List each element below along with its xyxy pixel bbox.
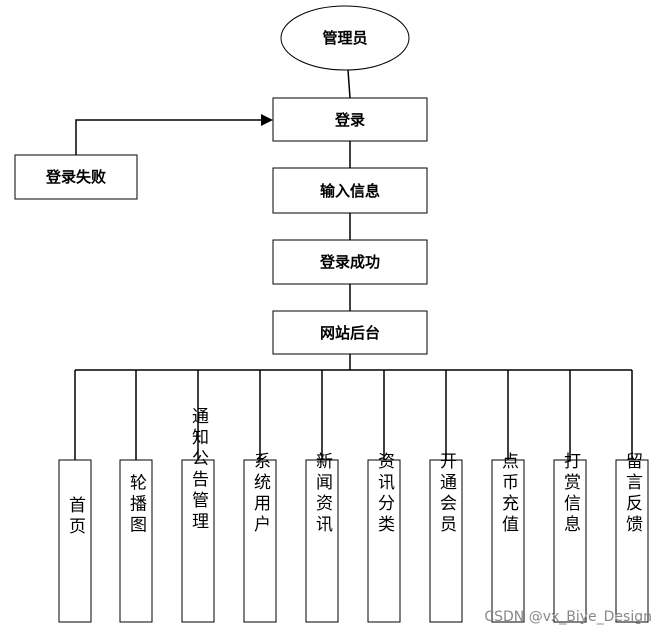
module-box-4	[243, 459, 277, 623]
node-admin-label: 管理员	[322, 29, 367, 47]
module-label-7: 开通会员	[436, 452, 457, 536]
module-label-10: 留言反馈	[622, 452, 643, 536]
module-box-3	[181, 459, 215, 623]
node-login-success-label: 登录成功	[319, 253, 380, 271]
arrowhead-login	[261, 114, 273, 126]
module-label-9: 打赏信息	[560, 452, 581, 536]
module-box-6	[367, 459, 401, 623]
module-box-5	[305, 459, 339, 623]
node-input-info-shape	[272, 167, 428, 214]
node-backend-shape	[272, 310, 428, 355]
node-login-fail-label: 登录失败	[45, 168, 106, 186]
node-input-info-label: 输入信息	[320, 182, 380, 200]
node-login-success-shape	[272, 239, 428, 285]
node-admin-shape	[280, 5, 410, 71]
module-label-6: 资讯分类	[374, 452, 395, 536]
module-box-10	[615, 459, 649, 623]
node-login-shape	[272, 97, 428, 142]
edge-admin-login	[347, 69, 351, 99]
node-backend-label: 网站后台	[320, 324, 380, 342]
module-labels: 首页 轮播图 通知公告管理 系统用户 新闻资讯 资讯分类 开通会员 点币充值 打…	[65, 407, 643, 538]
module-box-8	[491, 459, 525, 623]
module-box-9	[553, 459, 587, 623]
module-drops	[74, 370, 633, 460]
module-label-8: 点币充值	[498, 452, 519, 536]
module-box-2	[119, 459, 153, 623]
node-login-label: 登录	[334, 111, 365, 129]
module-box-1	[58, 459, 92, 623]
module-boxes	[58, 459, 649, 623]
module-box-7	[429, 459, 463, 623]
module-label-5: 新闻资讯	[312, 452, 333, 536]
module-label-2: 轮播图	[126, 473, 147, 536]
module-label-1: 首页	[65, 496, 86, 538]
module-label-3: 通知公告管理	[188, 407, 209, 533]
watermark: CSDN @vx_Biye_Design	[484, 609, 652, 625]
module-label-4: 系统用户	[250, 452, 271, 536]
edge-fail-to-login	[75, 119, 262, 155]
